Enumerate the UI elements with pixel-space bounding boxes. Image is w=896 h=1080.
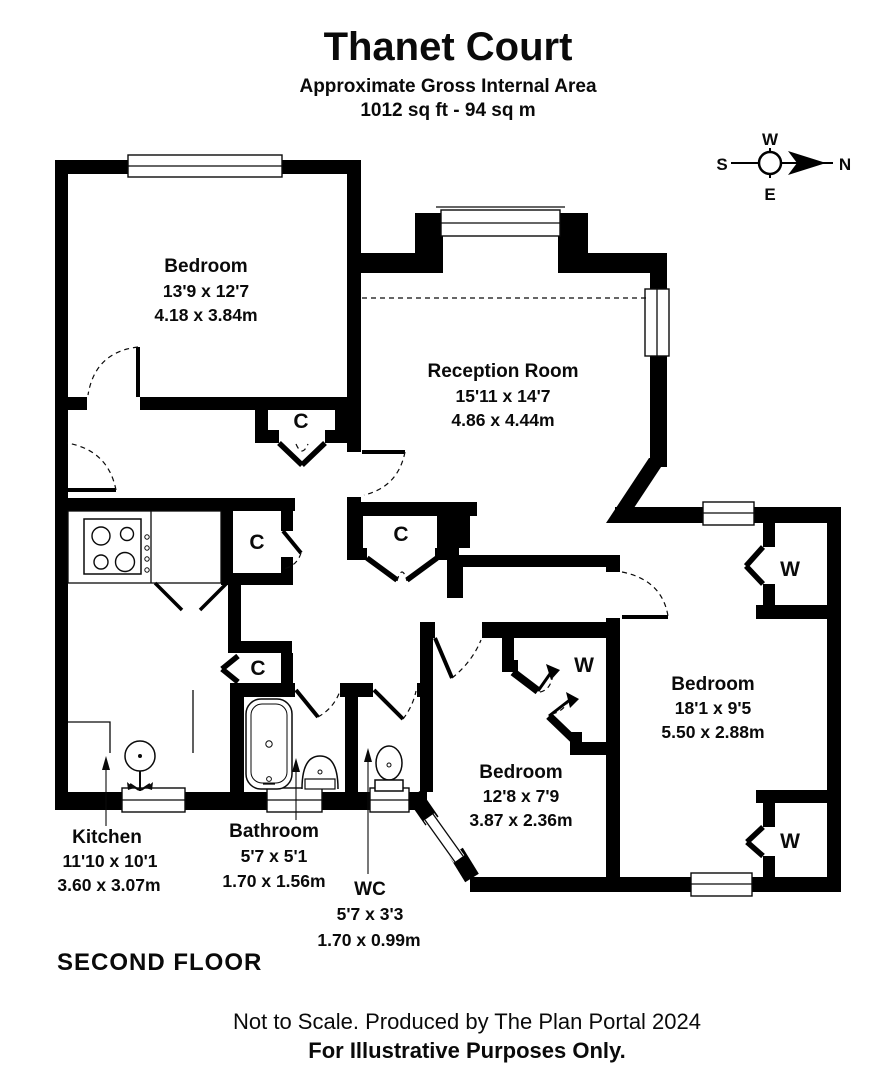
bifold-door (277, 441, 327, 467)
room-name: WC (354, 879, 386, 900)
room-label-bathroom: Bathroom 5'7 x 5'1 1.70 x 1.56m (222, 821, 325, 891)
closet-label: C (293, 410, 308, 433)
room-name: Reception Room (428, 361, 579, 382)
wardrobe-door (536, 664, 579, 718)
compass-west: W (762, 130, 779, 149)
room-dim-metric: 1.70 x 0.99m (317, 930, 420, 950)
door-swing (372, 688, 417, 721)
walls (55, 160, 841, 892)
kitchen-sink-icon (124, 740, 156, 791)
north-arrow-icon (788, 151, 826, 175)
room-dim-imperial: 18'1 x 9'5 (675, 698, 752, 718)
wardrobe-label: W (780, 830, 800, 853)
room-dim-metric: 3.87 x 2.36m (469, 810, 572, 830)
stove-icon (83, 518, 150, 575)
door-swing (433, 637, 482, 679)
closet-label: C (250, 657, 265, 680)
room-dim-imperial: 5'7 x 3'3 (337, 904, 404, 924)
door-swing (362, 450, 406, 496)
room-label-bedroom3: Bedroom 12'8 x 7'9 3.87 x 2.36m (469, 762, 572, 830)
bathtub-icon (245, 698, 293, 790)
bay-corner-window (423, 813, 465, 863)
room-name: Bedroom (479, 762, 562, 783)
window (369, 787, 410, 813)
bifold-door (365, 555, 439, 583)
room-dim-imperial: 13'9 x 12'7 (163, 281, 249, 301)
room-name: Bedroom (671, 674, 754, 695)
doors (66, 346, 766, 859)
door-swing (621, 571, 669, 619)
label-leaders (102, 748, 372, 874)
room-name: Kitchen (72, 827, 142, 848)
toilet-icon (374, 745, 404, 792)
window (127, 154, 283, 178)
page-title: Thanet Court (324, 25, 573, 69)
window (436, 206, 565, 237)
windows (121, 154, 755, 897)
compass-icon: W S E N (716, 130, 851, 204)
room-label-wc: WC 5'7 x 3'3 1.70 x 0.99m (317, 879, 420, 950)
room-label-bedroom2: Bedroom 18'1 x 9'5 5.50 x 2.88m (661, 674, 764, 742)
room-labels: Bedroom 13'9 x 12'7 4.18 x 3.84m Recepti… (57, 256, 764, 950)
room-dim-metric: 5.50 x 2.88m (661, 722, 764, 742)
footer-disclaimer: Not to Scale. Produced by The Plan Porta… (233, 1009, 701, 1034)
cupboard-doors (153, 581, 229, 612)
header: Thanet Court Approximate Gross Internal … (299, 25, 596, 121)
room-label-kitchen: Kitchen 11'10 x 10'1 3.60 x 3.07m (57, 827, 160, 895)
closet-door (220, 653, 240, 685)
bifold-door (743, 545, 766, 586)
closet-door (281, 529, 303, 570)
window (121, 787, 186, 813)
compass-south: S (716, 155, 727, 174)
kitchen-counter (67, 510, 222, 753)
bifold-door (745, 824, 765, 859)
window (702, 501, 755, 526)
room-dim-metric: 3.60 x 3.07m (57, 875, 160, 895)
door-swing (294, 688, 341, 719)
footer: Not to Scale. Produced by The Plan Porta… (233, 1009, 701, 1063)
closet-label: C (393, 523, 408, 546)
room-dim-imperial: 12'8 x 7'9 (483, 786, 560, 806)
room-dim-metric: 4.86 x 4.44m (451, 410, 554, 430)
basin-icon (301, 755, 339, 790)
door-swing (87, 346, 140, 397)
window (266, 787, 323, 813)
closet-label: C (249, 531, 264, 554)
storage-labels: C C C C W W W (249, 410, 800, 853)
subtitle-area: Approximate Gross Internal Area (299, 76, 596, 97)
room-dim-metric: 4.18 x 3.84m (154, 305, 257, 325)
room-name: Bathroom (229, 821, 319, 842)
subtitle-size: 1012 sq ft - 94 sq m (360, 100, 535, 121)
wardrobe-label: W (780, 558, 800, 581)
room-dim-imperial: 5'7 x 5'1 (241, 846, 308, 866)
window (644, 288, 670, 357)
fixtures (67, 510, 404, 792)
door-swing (66, 442, 117, 492)
room-name: Bedroom (164, 256, 247, 277)
room-dim-metric: 1.70 x 1.56m (222, 871, 325, 891)
room-dim-imperial: 11'10 x 10'1 (63, 851, 158, 871)
compass-north: N (839, 155, 851, 174)
compass-east: E (764, 185, 775, 204)
room-label-reception: Reception Room 15'11 x 14'7 4.86 x 4.44m (428, 361, 579, 430)
window (690, 872, 753, 897)
footer-illustrative: For Illustrative Purposes Only. (308, 1038, 625, 1063)
room-label-bedroom1: Bedroom 13'9 x 12'7 4.18 x 3.84m (154, 256, 257, 325)
floor-label: SECOND FLOOR (57, 949, 262, 976)
wardrobe-label: W (574, 654, 594, 677)
room-dim-imperial: 15'11 x 14'7 (456, 386, 551, 406)
